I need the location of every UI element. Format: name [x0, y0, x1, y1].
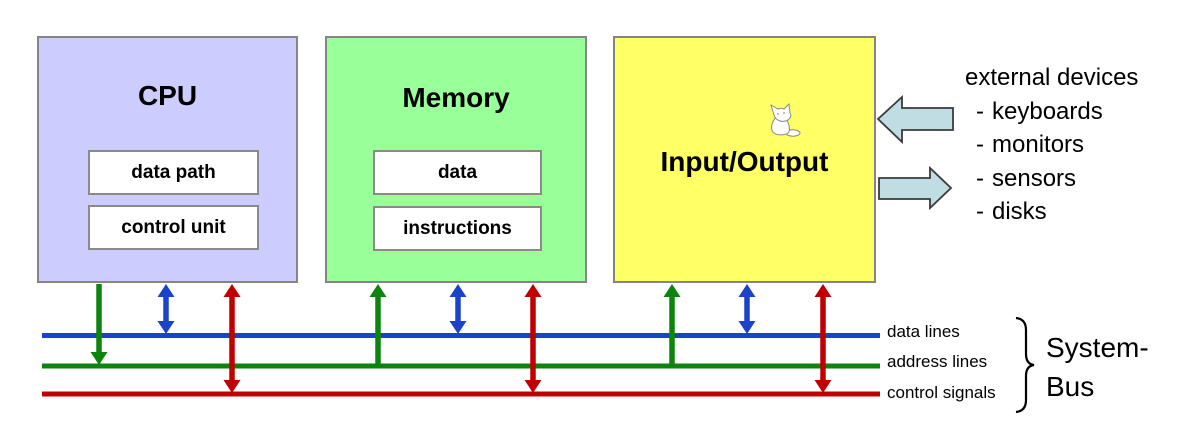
system-bus-label-line2: Bus [1046, 371, 1095, 402]
list-item-monitors: -monitors [965, 128, 1138, 162]
bullet: - [976, 97, 984, 125]
block-arrow-left-icon [876, 94, 954, 145]
memory-data-arrow-bidirectional [449, 284, 467, 334]
cpu-address-arrow-down [90, 284, 108, 365]
memory-title: Memory [402, 82, 510, 113]
io-address-arrow-up [663, 284, 681, 366]
memory-box: Memory data instructions [325, 36, 587, 283]
list-item-label: monitors [992, 131, 1085, 158]
io-control-arrow-bidirectional [814, 284, 832, 393]
memory-address-arrow-up [369, 284, 387, 366]
cpu-data-arrow-bidirectional [157, 284, 175, 334]
list-item-label: sensors [992, 164, 1077, 192]
control-signals-label: control signals [887, 383, 996, 402]
address-lines-label: address lines [887, 352, 988, 371]
cpu-control-unit-box: control unit [88, 205, 259, 250]
block-arrow-right-icon [878, 165, 953, 211]
cpu-control-arrow-bidirectional [223, 284, 241, 393]
list-item-label: disks [992, 198, 1047, 225]
system-bus-label-line1: System- [1046, 332, 1149, 363]
list-item-sensors: -sensors [965, 162, 1138, 196]
data-lines-label: data lines [887, 322, 960, 341]
cpu-data-path-box: data path [88, 150, 259, 195]
cpu-title: CPU [137, 80, 198, 111]
external-devices-heading: external devices [965, 64, 1139, 91]
bullet: - [976, 198, 984, 225]
memory-instructions-box: instructions [373, 206, 542, 251]
io-title: Input/Output [660, 146, 829, 177]
io-data-arrow-bidirectional [738, 284, 756, 334]
list-item-keyboards: -keyboards [965, 95, 1138, 129]
bullet: - [976, 164, 984, 192]
external-devices-list: external devices -keyboards -monitors -s… [965, 61, 1138, 229]
memory-data-box: data [373, 150, 542, 195]
system-bus-brace [1015, 316, 1035, 414]
system-bus-label: System- Bus [1046, 328, 1149, 406]
io-box: Input/Output [613, 36, 876, 283]
memory-control-arrow-bidirectional [524, 284, 542, 393]
cpu-box: CPU data path control unit [37, 36, 298, 283]
list-item-disks: -disks [965, 195, 1138, 229]
list-item-label: keyboards [992, 97, 1103, 125]
bullet: - [976, 131, 984, 158]
